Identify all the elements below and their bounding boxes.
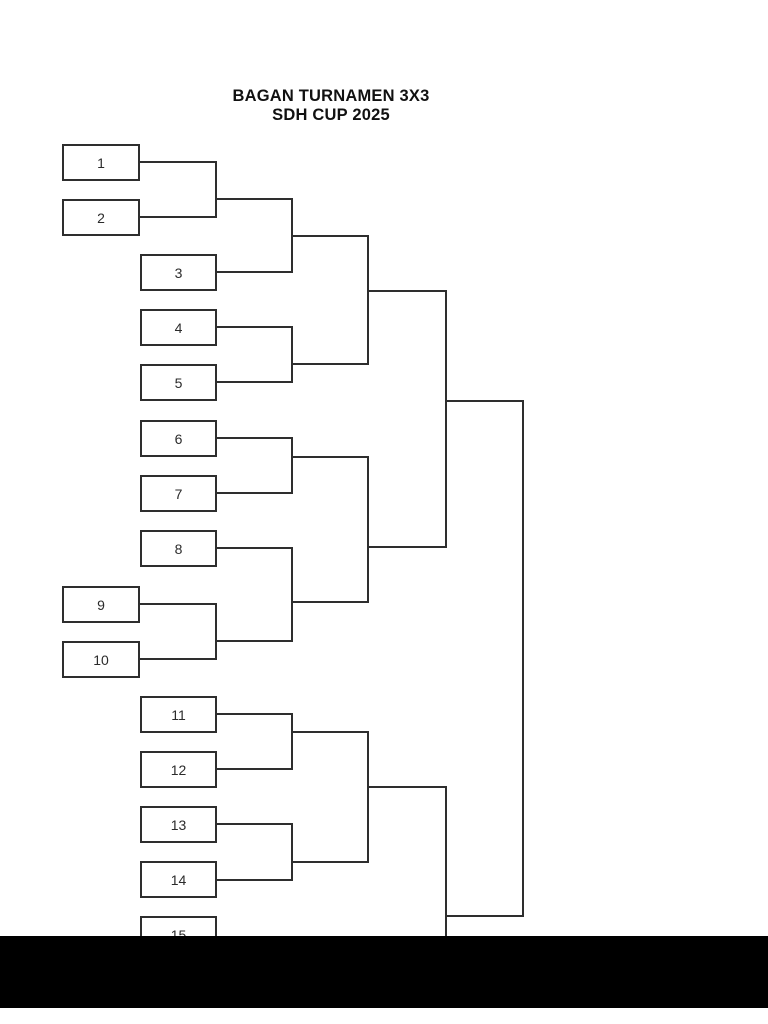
seed-label-5: 5 [174, 374, 183, 391]
seed-label-11: 11 [171, 706, 186, 723]
connector-vline [215, 161, 217, 218]
connector-vline [367, 456, 369, 603]
connector-vline [291, 437, 293, 494]
seed-box-2: 2 [62, 199, 140, 236]
connector-hline [446, 400, 523, 402]
connector-hline [292, 731, 368, 733]
seed-label-7: 7 [174, 485, 183, 502]
connector-hline [217, 326, 292, 328]
seed-label-3: 3 [174, 264, 183, 281]
connector-hline [217, 492, 292, 494]
connector-vline [291, 823, 293, 881]
connector-hline [140, 216, 216, 218]
connector-hline [217, 768, 292, 770]
connector-vline [291, 198, 293, 273]
connector-hline [217, 823, 292, 825]
seed-box-4: 4 [140, 309, 217, 346]
connector-hline [217, 271, 292, 273]
connector-hline [217, 879, 292, 881]
connector-vline [215, 603, 217, 660]
seed-label-13: 13 [170, 816, 187, 833]
seed-box-3: 3 [140, 254, 217, 291]
seed-label-1: 1 [97, 154, 105, 171]
seed-label-14: 14 [170, 871, 187, 888]
seed-box-1: 1 [62, 144, 140, 181]
connector-vline [445, 290, 447, 548]
connector-hline [292, 861, 368, 863]
seed-box-13: 13 [140, 806, 217, 843]
connector-hline [217, 713, 292, 715]
seed-box-9: 9 [62, 586, 140, 623]
title-line-1: BAGAN TURNAMEN 3X3 [232, 87, 430, 105]
connector-vline [445, 786, 447, 936]
seed-box-10: 10 [62, 641, 140, 678]
connector-hline [368, 290, 446, 292]
title-line-2: SDH CUP 2025 [272, 105, 390, 124]
connector-hline [292, 363, 368, 365]
connector-hline [292, 601, 368, 603]
seed-label-6: 6 [174, 430, 183, 447]
connector-vline [522, 400, 524, 917]
seed-label-8: 8 [174, 540, 183, 557]
seed-label-4: 4 [174, 319, 183, 336]
connector-hline [140, 161, 216, 163]
connector-hline [216, 640, 292, 642]
seed-box-7: 7 [140, 475, 217, 512]
connector-hline [217, 437, 292, 439]
connector-hline [140, 658, 216, 660]
connector-vline [367, 731, 369, 863]
connector-hline [368, 786, 446, 788]
seed-box-14: 14 [140, 861, 217, 898]
seed-label-2: 2 [97, 209, 105, 226]
connector-hline [292, 456, 368, 458]
seed-box-8: 8 [140, 530, 217, 567]
seed-label-9: 9 [97, 596, 105, 613]
seed-box-6: 6 [140, 420, 217, 457]
connector-vline [367, 235, 369, 365]
connector-hline [292, 235, 368, 237]
seed-box-12: 12 [140, 751, 217, 788]
seed-label-10: 10 [93, 651, 109, 668]
bottom-black-band [0, 936, 768, 1008]
connector-hline [217, 547, 292, 549]
seed-box-5: 5 [140, 364, 217, 401]
connector-vline [291, 547, 293, 642]
connector-vline [291, 326, 293, 383]
page-title: BAGAN TURNAMEN 3X3 SDH CUP 2025 [0, 87, 662, 124]
connector-hline [446, 915, 523, 917]
connector-hline [140, 603, 216, 605]
connector-vline [291, 713, 293, 770]
seed-box-11: 11 [140, 696, 217, 733]
connector-hline [368, 546, 446, 548]
connector-hline [217, 381, 292, 383]
seed-label-12: 12 [170, 761, 187, 778]
connector-hline [216, 198, 292, 200]
